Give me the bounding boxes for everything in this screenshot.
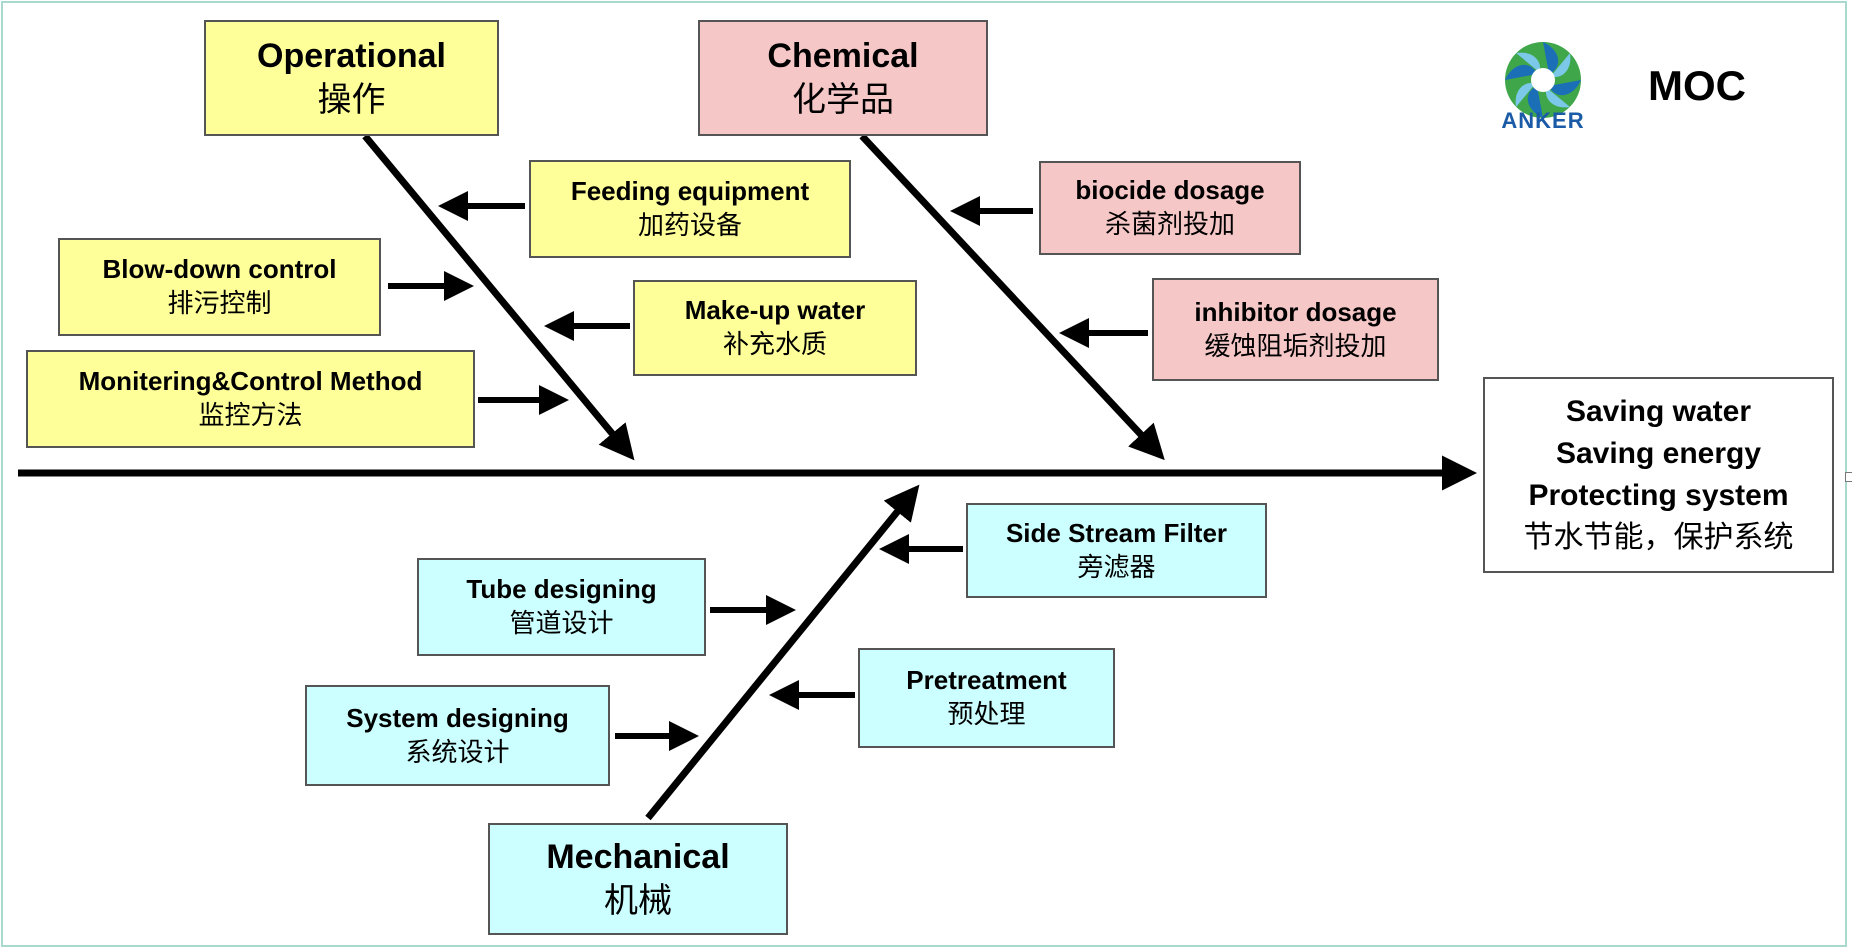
cause-tube-designing: Tube designing 管道设计 [417,558,706,656]
mechanical-bone [645,484,920,821]
page-title: MOC [1648,62,1746,109]
cause-pretreatment: Pretreatment 预处理 [858,648,1115,748]
cause-label-en: Tube designing [466,574,657,605]
resize-handle[interactable] [1845,472,1852,482]
cause-feeding-equipment: Feeding equipment 加药设备 [529,160,851,258]
category-mechanical-zh: 机械 [604,882,672,920]
cause-biocide-dosage: biocide dosage 杀菌剂投加 [1039,161,1301,255]
cause-blow-down-control: Blow-down control 排污控制 [58,238,381,336]
cause-label-zh: 杀菌剂投加 [1104,209,1235,239]
chemical-bone [859,133,1165,461]
cause-label-zh: 旁滤器 [1077,551,1156,582]
effect-line-2: Saving energy [1555,437,1762,470]
cause-label-en: Feeding equipment [570,176,810,207]
cause-label-en: Make-up water [684,295,866,326]
category-mechanical-en: Mechanical [546,837,730,876]
cause-label-en: inhibitor dosage [1194,296,1397,327]
anker-logo-icon [1505,42,1581,118]
category-operational-zh: 操作 [317,81,386,119]
cause-label-zh: 管道设计 [509,608,614,638]
cause-label-en: System designing [346,702,569,733]
operational-bone [362,133,635,461]
cause-label-zh: 缓蚀阻垢剂投加 [1204,330,1387,361]
brand-name: ANKER [1501,108,1585,133]
category-mechanical: Mechanical 机械 [488,823,788,935]
cause-side-stream-filter: Side Stream Filter 旁滤器 [966,503,1267,598]
cause-label-en: Pretreatment [906,665,1067,696]
cause-label-zh: 补充水质 [722,329,827,359]
cause-system-designing: System designing 系统设计 [305,685,610,786]
cause-label-zh: 监控方法 [198,400,303,430]
cause-label-en: biocide dosage [1075,175,1265,206]
category-operational-en: Operational [257,36,446,75]
cause-label-zh: 排污控制 [167,288,272,318]
cause-label-en: Blow-down control [102,254,337,285]
category-operational: Operational 操作 [204,20,499,136]
cause-inhibitor-dosage: inhibitor dosage 缓蚀阻垢剂投加 [1152,278,1439,381]
effect-line-1: Saving water [1565,395,1752,428]
effect-box: Saving water Saving energy Protecting sy… [1483,377,1834,573]
cause-label-zh: 预处理 [947,699,1026,729]
cause-label-zh: 系统设计 [405,736,510,767]
cause-make-up-water: Make-up water 补充水质 [633,280,917,376]
category-chemical: Chemical 化学品 [698,20,988,136]
effect-line-3: Protecting system [1528,479,1789,512]
cause-label-en: Side Stream Filter [1005,517,1228,548]
cause-monitoring-control-method: Monitering&Control Method 监控方法 [26,350,475,448]
cause-label-zh: 加药设备 [637,210,742,240]
category-chemical-en: Chemical [767,36,919,75]
effect-line-zh: 节水节能，保护系统 [1523,521,1794,554]
cause-label-en: Monitering&Control Method [78,366,423,397]
category-chemical-zh: 化学品 [792,81,894,119]
